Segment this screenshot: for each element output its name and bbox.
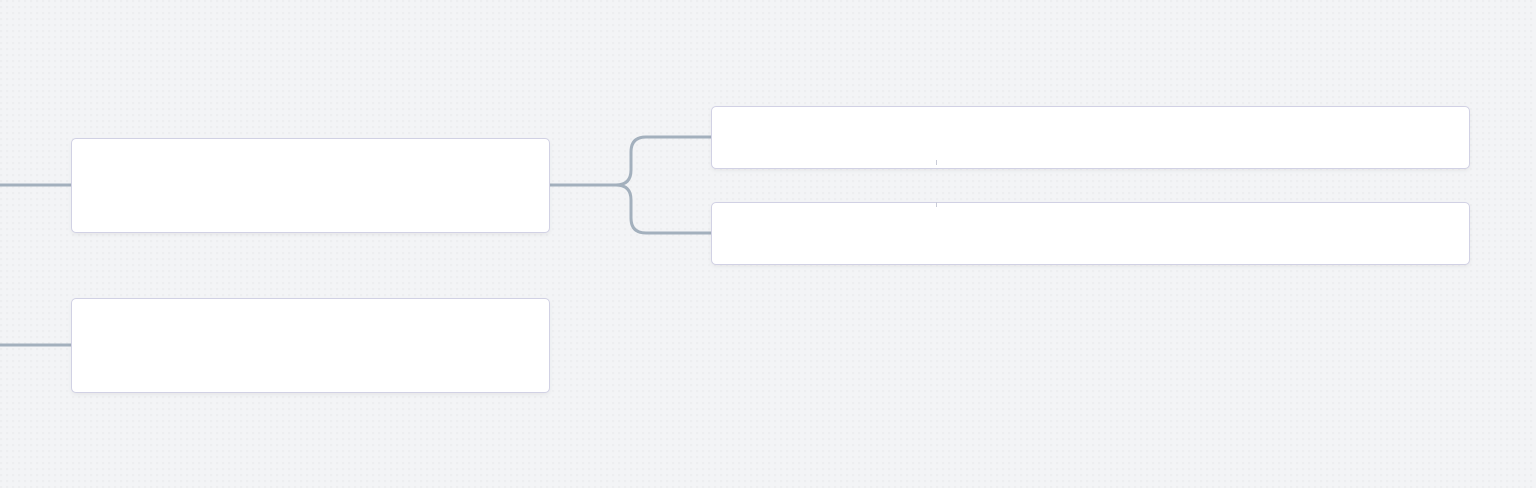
node-right-bottom[interactable]: [711, 202, 1470, 265]
connector-top-left-out: [549, 135, 712, 187]
node-handle-mark: [936, 202, 937, 207]
connector-top-left-out-lower: [615, 183, 712, 235]
node-top-left[interactable]: [71, 138, 550, 233]
node-right-top[interactable]: [711, 106, 1470, 169]
node-bottom-left[interactable]: [71, 298, 550, 393]
node-handle-mark: [936, 160, 937, 165]
